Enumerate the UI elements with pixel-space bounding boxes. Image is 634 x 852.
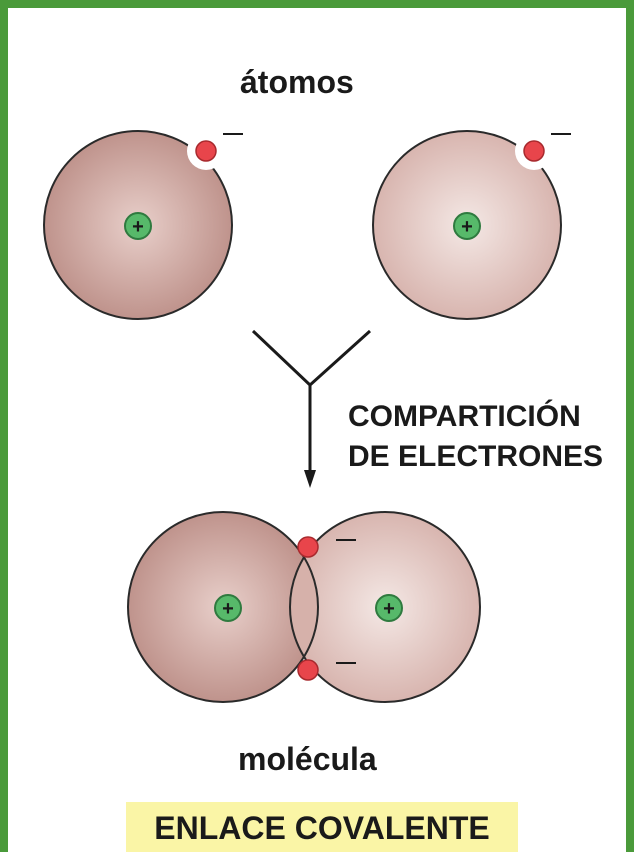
bond-type-label: ENLACE COVALENTE [126,810,518,847]
molecule: + + [128,512,480,702]
atom-left-nucleus-sign: + [132,216,144,238]
shared-electron-top [298,537,318,557]
atoms-label: átomos [240,64,354,101]
process-label-line-2: DE ELECTRONES [348,440,603,474]
atom-right-nucleus-sign: + [461,216,473,238]
atom-right: + [373,131,571,319]
atom-left-electron [196,141,216,161]
process-label-line-1: COMPARTICIÓN [348,400,581,434]
diagram-frame: + + [8,8,626,852]
atom-right-electron [524,141,544,161]
molecule-nucleus-left-sign: + [222,598,234,620]
arrow-head-icon [304,470,316,488]
atom-left: + [44,131,243,319]
shared-electron-bottom [298,660,318,680]
molecule-nucleus-right-sign: + [383,598,395,620]
molecule-label: molécula [238,741,377,778]
bond-type-banner: ENLACE COVALENTE [126,802,518,852]
